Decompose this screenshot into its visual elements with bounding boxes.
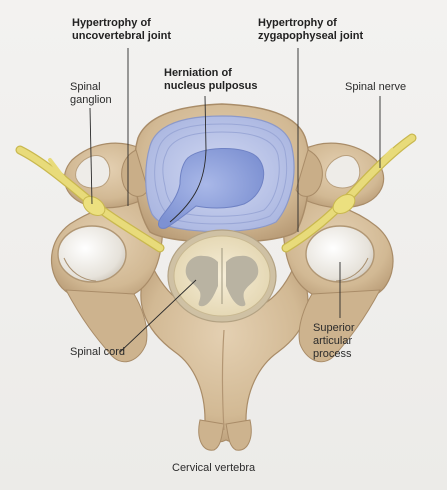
label-uncovertebral-line1: Hypertrophy of: [72, 17, 151, 29]
label-spinal-cord: Spinal cord: [70, 346, 126, 358]
leader-lines: [89, 48, 381, 353]
label-spinal-ganglion-line1: Spinal: [70, 81, 101, 93]
spinal-cord: [167, 229, 277, 323]
label-spinal-nerve: Spinal nerve: [345, 81, 407, 93]
label-uncovertebral-joint: Hypertrophy of uncovertebral joint: [72, 17, 171, 43]
intervertebral-disc: [145, 115, 295, 233]
facet-surfaces: [57, 225, 375, 283]
label-zygapophyseal-line1: Hypertrophy of: [258, 17, 337, 29]
label-zygapophyseal-line2: zygapophyseal joint: [258, 30, 364, 42]
leader-spinal-ganglion: [89, 107, 93, 205]
label-superior-line2: articular: [313, 335, 353, 347]
label-superior-line1: Superior: [313, 322, 355, 334]
label-superior-line3: process: [313, 348, 352, 360]
label-uncovertebral-line2: uncovertebral joint: [72, 30, 172, 42]
leader-spinal-cord: [119, 279, 197, 353]
label-herniation-line1: Herniation of: [164, 67, 232, 79]
figure-caption: Cervical vertebra: [172, 462, 256, 474]
label-herniation-line2: nucleus pulposus: [164, 80, 258, 92]
label-herniation: Herniation of nucleus pulposus: [164, 67, 258, 93]
leader-herniation: [169, 95, 207, 223]
label-zygapophyseal-joint: Hypertrophy of zygapophyseal joint: [258, 17, 363, 43]
label-spinal-ganglion-line2: ganglion: [70, 94, 112, 106]
label-spinal-ganglion: Spinal ganglion: [70, 81, 112, 107]
spinal-nerves: [15, 133, 417, 253]
label-superior-articular-process: Superior articular process: [313, 322, 355, 361]
